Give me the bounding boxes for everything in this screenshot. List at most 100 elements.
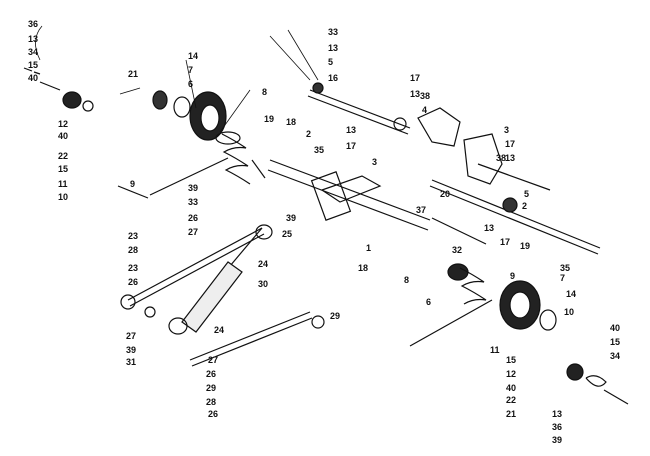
leader-lines [35,25,319,133]
right-idler-wheel [499,280,557,331]
callout-1: 1 [366,243,372,253]
callout-39: 39 [552,435,563,445]
callout-26: 26 [208,409,219,419]
callout-12: 12 [58,119,69,129]
main-bracket [417,107,503,185]
callout-26: 26 [206,369,217,379]
rod-20 [431,217,487,245]
callout-39: 39 [126,345,137,355]
left-torsion-spring [215,131,266,185]
callout-4: 4 [422,105,428,115]
callout-14: 14 [188,51,199,61]
callout-32: 32 [452,245,463,255]
callout-37: 37 [416,205,427,215]
callout-36: 36 [28,19,39,29]
callout-13: 13 [552,409,563,419]
callout-9: 9 [130,179,136,189]
cross-shaft [267,159,431,231]
callout-13: 13 [28,34,39,44]
callout-40: 40 [610,323,621,333]
callout-17: 17 [410,73,421,83]
callout-28: 28 [206,397,217,407]
right-rear-shaft [429,163,601,255]
callout-8: 8 [262,87,268,97]
callout-18: 18 [286,117,297,127]
callout-16: 16 [328,73,339,83]
callout-27: 27 [126,331,137,341]
top-long-shaft [307,82,411,135]
callout-18: 18 [358,263,369,273]
callout-5: 5 [328,57,334,67]
callout-36: 36 [552,422,563,432]
callout-12: 12 [506,369,517,379]
callout-22: 22 [58,151,69,161]
callout-33: 33 [328,27,339,37]
callout-7: 7 [188,65,194,75]
callout-13: 13 [346,125,357,135]
lower-arms [120,227,325,367]
callout-34: 34 [28,47,39,57]
right-torsion-spring [409,263,493,347]
callout-15: 15 [58,164,69,174]
callout-24: 24 [258,259,269,269]
callout-35: 35 [314,145,325,155]
callout-2: 2 [522,201,528,211]
callout-40: 40 [28,73,39,83]
callout-24: 24 [214,325,225,335]
callout-11: 11 [58,179,68,189]
callout-13: 13 [505,153,516,163]
callout-6: 6 [426,297,432,307]
callout-35: 35 [560,263,571,273]
upper-shaft-left-end [23,67,94,112]
callout-14: 14 [566,289,577,299]
callout-2: 2 [306,129,312,139]
callout-27: 27 [208,355,219,365]
callout-8: 8 [404,275,410,285]
callout-27: 27 [188,227,199,237]
callout-17: 17 [346,141,357,151]
callout-40: 40 [506,383,517,393]
callout-31: 31 [126,357,137,367]
callout-39: 39 [188,183,199,193]
callout-6: 6 [188,79,194,89]
callout-30: 30 [258,279,269,289]
callout-10: 10 [564,307,575,317]
callout-22: 22 [506,395,517,405]
spring-arm-left [149,157,229,196]
callout-28: 28 [128,245,139,255]
callout-38: 38 [420,91,431,101]
callout-17: 17 [505,139,516,149]
callout-13: 13 [410,89,421,99]
callout-34: 34 [610,351,621,361]
callout-26: 26 [188,213,199,223]
callout-13: 13 [484,223,495,233]
callout-10: 10 [58,192,69,202]
callout-39: 39 [286,213,297,223]
callout-40: 40 [58,131,69,141]
callout-23: 23 [128,263,139,273]
callout-23: 23 [128,231,139,241]
rod-9-left [117,185,149,199]
callout-11: 11 [490,345,500,355]
callout-7: 7 [560,273,566,283]
callout-20: 20 [440,189,451,199]
callout-25: 25 [282,229,293,239]
callout-19: 19 [520,241,531,251]
left-idler-wheel [152,90,227,141]
callout-29: 29 [330,311,341,321]
callout-15: 15 [610,337,621,347]
lower-right-end-hardware [566,363,629,405]
callout-21: 21 [506,409,517,419]
callout-33: 33 [188,197,199,207]
callout-15: 15 [28,60,39,70]
callout-29: 29 [206,383,217,393]
callout-21: 21 [128,69,139,79]
callout-13: 13 [328,43,339,53]
callout-5: 5 [524,189,530,199]
callout-19: 19 [264,114,275,124]
callout-3: 3 [372,157,378,167]
callout-38: 38 [496,153,507,163]
callout-9: 9 [510,271,516,281]
